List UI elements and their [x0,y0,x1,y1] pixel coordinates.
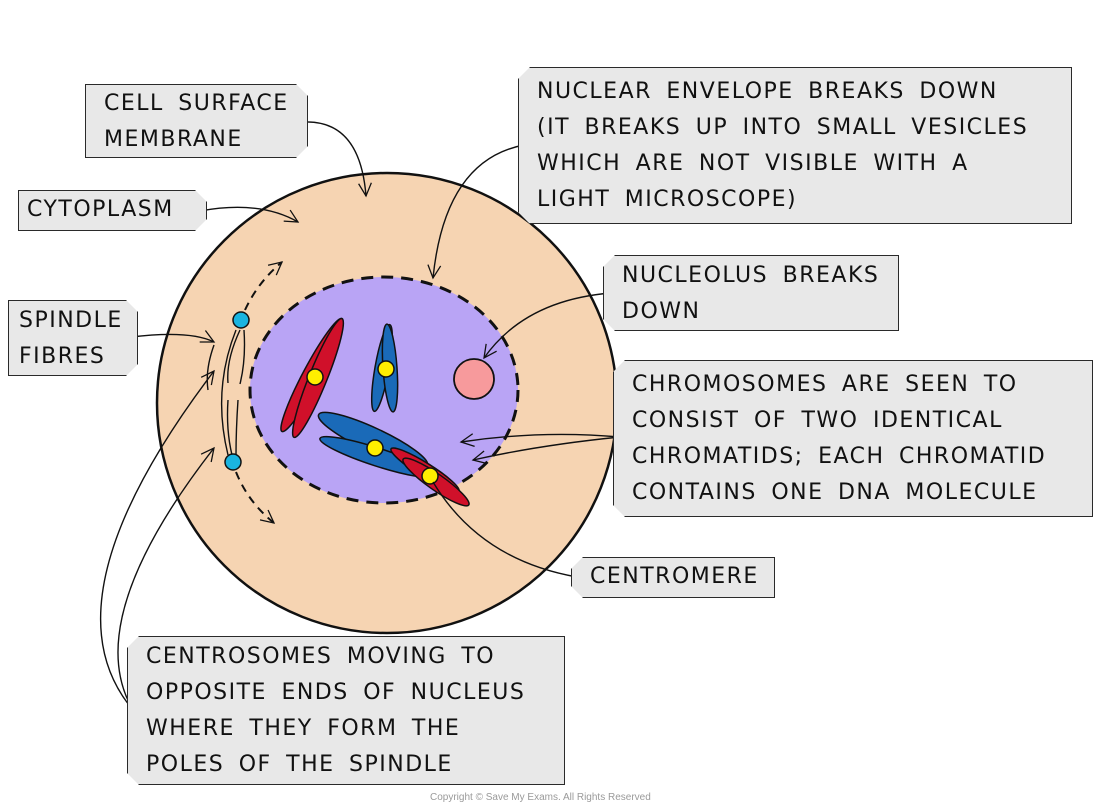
label-line: CHROMATIDS; EACH CHROMATID [632,444,1047,469]
label-cytoplasm: CYTOPLASM [18,190,207,231]
label-chromosomes: CHROMOSOMES ARE SEEN TO CONSIST OF TWO I… [613,360,1093,517]
chromosome-red-2 [390,447,470,507]
leader-cytoplasm [199,206,300,223]
centromere [306,368,324,386]
label-spindle-fibres: SPINDLE FIBRES [8,300,138,376]
label-cell-surface-membrane: CELL SURFACE MEMBRANE [85,84,308,158]
centromere [377,360,395,378]
label-line: MEMBRANE [104,127,243,152]
label-line: CENTROSOMES MOVING TO [146,644,496,669]
label-line: WHICH ARE NOT VISIBLE WITH A [537,151,969,176]
label-centromere: CENTROMERE [571,557,775,598]
leader-nuclear-envelope [427,144,525,280]
chromosome-blue-1 [370,323,399,413]
chromosome-red-1 [280,317,345,439]
leader-centrosomes-1 [99,369,215,711]
label-line: CONSIST OF TWO IDENTICAL [632,408,1003,433]
label-line: CYTOPLASM [27,197,174,222]
label-nucleolus: NUCLEOLUS BREAKS DOWN [603,255,899,331]
label-line: WHERE THEY FORM THE [146,716,461,741]
centrosome-top [232,311,250,329]
leader-centrosomes-2 [117,446,215,711]
label-nuclear-envelope: NUCLEAR ENVELOPE BREAKS DOWN (IT BREAKS … [518,67,1072,224]
label-centrosomes: CENTROSOMES MOVING TO OPPOSITE ENDS OF N… [127,636,565,785]
label-line: OPPOSITE ENDS OF NUCLEUS [146,680,526,705]
leader-cell-surface-membrane [303,121,372,198]
copyright-notice: Copyright © Save My Exams. All Rights Re… [430,792,651,803]
leader-chromosomes-1 [459,433,621,448]
label-line: FIBRES [19,344,106,369]
leader-chromosomes-2 [471,436,621,465]
leader-nucleolus [483,292,612,360]
label-line: NUCLEOLUS BREAKS [622,263,880,288]
label-line: DOWN [622,299,701,324]
centromere [421,467,439,485]
leader-spindle-fibres [130,330,216,343]
label-line: SPINDLE [19,308,123,333]
centromere [366,439,384,457]
label-line: LIGHT MICROSCOPE) [537,187,798,212]
centrosome-bottom [224,453,242,471]
centrosome-move-arrow-down [235,471,276,524]
leader-centromere [432,481,578,578]
spindle-fibres [206,329,246,456]
label-line: (IT BREAKS UP INTO SMALL VESICLES [537,115,1029,140]
centrosome-move-arrow-up [244,261,284,311]
label-line: CELL SURFACE [104,91,289,116]
label-line: CHROMOSOMES ARE SEEN TO [632,372,1018,397]
nucleolus [453,358,495,400]
label-line: CENTROMERE [590,564,759,589]
label-line: NUCLEAR ENVELOPE BREAKS DOWN [537,79,998,104]
label-line: POLES OF THE SPINDLE [146,752,453,777]
label-line: CONTAINS ONE DNA MOLECULE [632,480,1038,505]
